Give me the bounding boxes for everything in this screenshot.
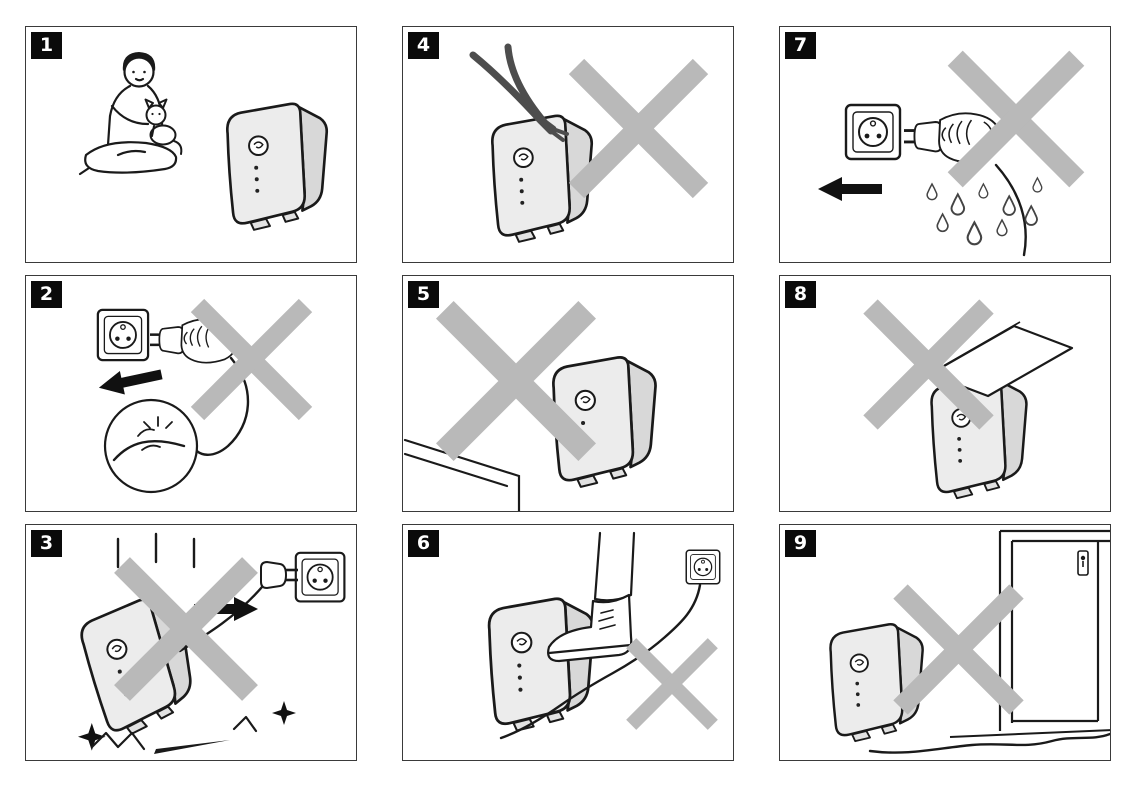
panel-child-and-pet: 1 (25, 26, 357, 263)
door (949, 529, 1110, 738)
child-and-pet-illustration (78, 52, 329, 232)
panel-number-badge: 3 (31, 530, 62, 557)
unplug-arrow (818, 177, 882, 201)
panel-stepping-on-cord: 6 (402, 524, 734, 761)
impact-marks (90, 715, 258, 754)
power-cord (994, 163, 1027, 257)
stepping-on-cord-illustration (487, 531, 721, 740)
leg-figure (593, 531, 636, 602)
panel-wet-hands: 7 (779, 26, 1111, 263)
plug (259, 560, 300, 590)
power-socket (96, 308, 150, 362)
prohibition-x (577, 67, 701, 191)
power-socket (685, 549, 721, 585)
dropping-device-illustration (75, 532, 346, 754)
device-illustration (829, 623, 924, 743)
panel-tool-tampering: 4 (402, 26, 734, 263)
impact-star (272, 701, 296, 725)
panel-number-badge: 4 (408, 32, 439, 59)
water-drops (926, 177, 1043, 246)
tool-tampering-illustration (469, 43, 733, 244)
prohibition-x (631, 643, 713, 725)
cord-under-door-illustration (829, 529, 1110, 754)
edge-placement-illustration (403, 276, 657, 511)
power-cord (868, 732, 1110, 754)
object-on-top-illustration (780, 276, 1074, 500)
wet-hands-illustration (818, 27, 1110, 257)
panel-cord-under-door: 9 (779, 524, 1111, 761)
fall-lines (116, 532, 196, 569)
cat-figure (144, 98, 183, 155)
panel-number-badge: 7 (785, 32, 816, 59)
device-illustration (487, 597, 595, 732)
panel-dropping-device: 3 (25, 524, 357, 761)
panel-number-badge: 8 (785, 281, 816, 308)
device-illustration (226, 102, 329, 232)
unplug-arrow (96, 362, 165, 400)
panel-number-badge: 5 (408, 281, 439, 308)
panel-number-badge: 1 (31, 32, 62, 59)
open-box-lid (928, 321, 1074, 398)
panel-pulling-cord: 2 (25, 275, 357, 512)
pliers-icon (469, 43, 569, 142)
child-figure (78, 52, 178, 176)
panel-number-badge: 6 (408, 530, 439, 557)
table-edge (403, 438, 521, 511)
panel-number-badge: 9 (785, 530, 816, 557)
panel-object-on-top: 8 (779, 275, 1111, 512)
power-socket (844, 103, 902, 161)
power-cord (499, 583, 702, 740)
panel-edge-placement: 5 (402, 275, 734, 512)
power-cord (190, 356, 250, 456)
panel-number-badge: 2 (31, 281, 62, 308)
power-socket (294, 551, 346, 603)
shoe-icon (547, 593, 633, 663)
magnifier-inset (103, 398, 199, 494)
pulling-cord-illustration (96, 276, 356, 494)
